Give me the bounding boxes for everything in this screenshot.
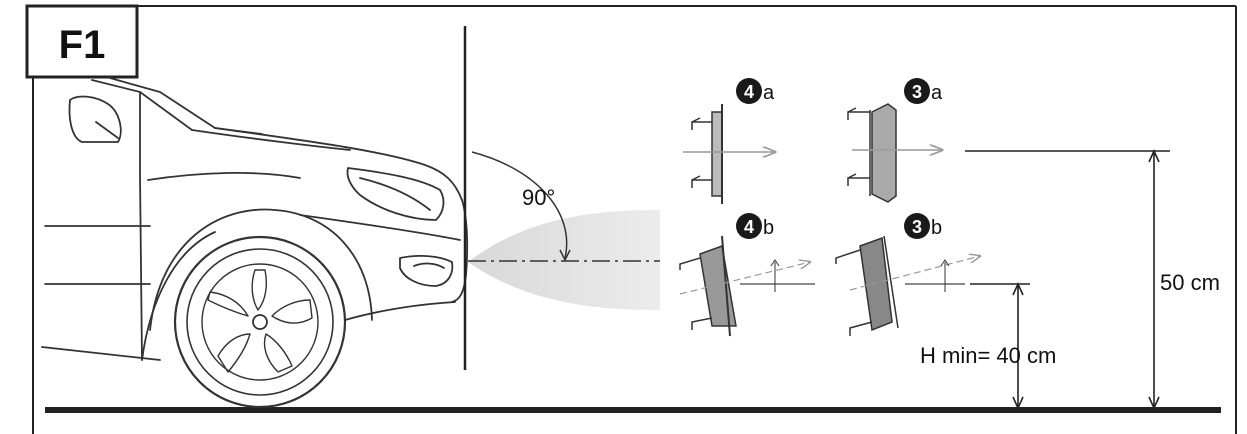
badge-4b: 4 b: [736, 213, 774, 239]
lamp-3b: [835, 235, 980, 336]
figure-id-label: F1: [59, 23, 106, 67]
svg-text:3: 3: [912, 217, 922, 237]
height-label-50cm: 50 cm: [1160, 270, 1220, 295]
svg-text:b: b: [763, 217, 774, 239]
angle-label: 90°: [522, 185, 555, 210]
height-dimension-hmin: [970, 282, 1030, 410]
light-beam-cone: [468, 210, 660, 310]
figure-id-box: F1: [25, 4, 139, 79]
svg-text:b: b: [931, 217, 942, 239]
badge-3b: 3 b: [904, 213, 942, 239]
svg-text:4: 4: [744, 217, 754, 237]
svg-text:a: a: [763, 82, 775, 104]
lamp-3a: [847, 103, 942, 203]
lamp-4a: [683, 104, 775, 204]
height-dimension-50cm: [965, 149, 1170, 410]
svg-text:a: a: [931, 82, 943, 104]
badge-3a: 3 a: [904, 78, 943, 104]
lamp-4b: [679, 235, 815, 337]
svg-text:3: 3: [912, 82, 922, 102]
hmin-label: H min= 40 cm: [920, 343, 1056, 368]
svg-text:4: 4: [744, 82, 754, 102]
right-angle-indicator: [471, 151, 571, 262]
badge-4a: 4 a: [736, 78, 775, 104]
car-front-illustration: [41, 77, 469, 409]
